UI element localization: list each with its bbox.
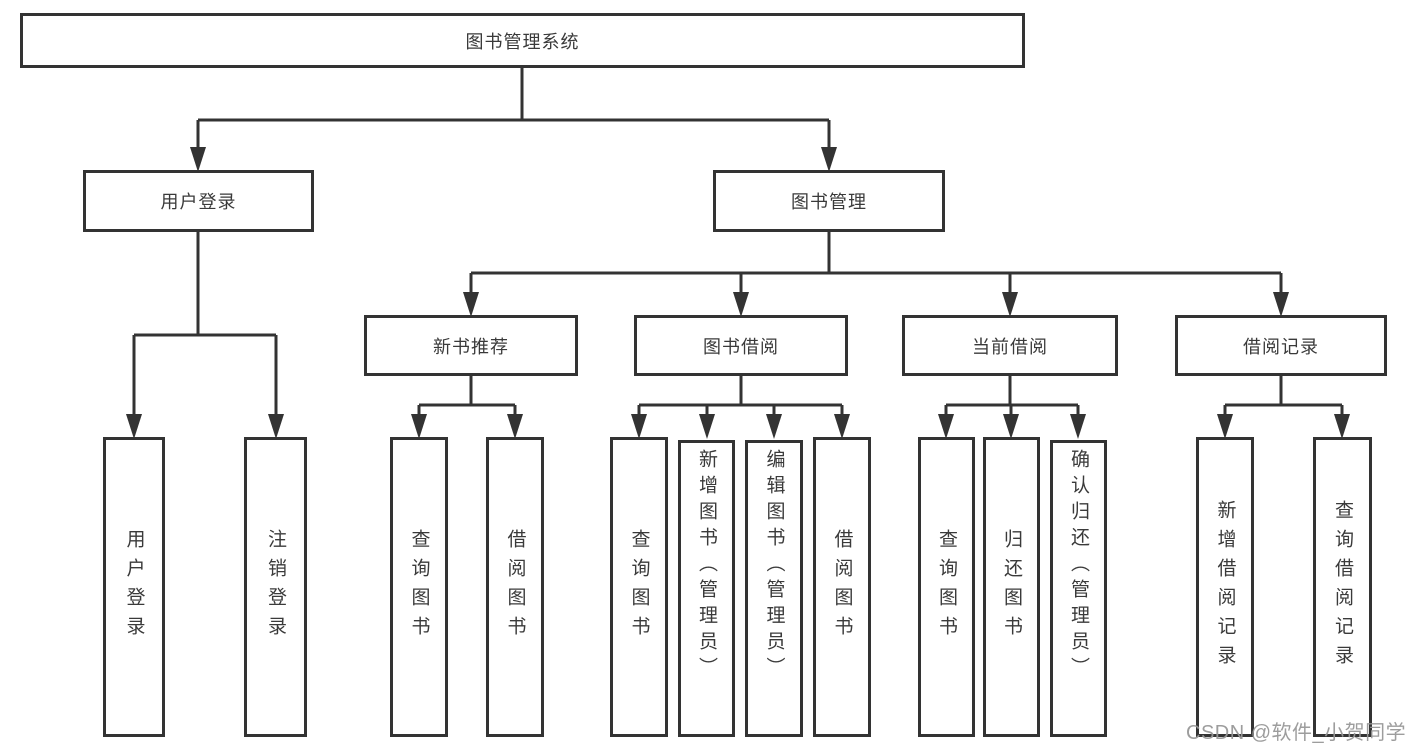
arrow-down-icon	[1217, 414, 1233, 439]
connector-new-books	[417, 374, 517, 418]
connector-current-borrow	[944, 374, 1080, 418]
leaf-current-confirm: 确认归还（管理员）	[1050, 440, 1107, 737]
arrow-down-icon	[938, 414, 954, 439]
arrow-down-icon	[1003, 414, 1019, 439]
leaf-newbooks-query: 查询图书	[390, 437, 448, 737]
connector-book-mgmt	[469, 230, 1283, 295]
node-book-mgmt: 图书管理	[713, 170, 945, 232]
node-new-books: 新书推荐	[364, 315, 578, 376]
leaf-borrow-edit: 编辑图书（管理员）	[745, 440, 803, 737]
arrow-down-icon	[507, 414, 523, 439]
leaf-current-query: 查询图书	[918, 437, 975, 737]
arrow-down-icon	[190, 147, 206, 172]
arrow-down-icon	[268, 414, 284, 439]
connector-borrow-records	[1223, 374, 1344, 418]
connector-root	[196, 66, 831, 150]
arrow-down-icon	[463, 292, 479, 317]
arrow-down-icon	[1334, 414, 1350, 439]
arrowheads	[126, 147, 1350, 439]
arrow-down-icon	[411, 414, 427, 439]
leaf-current-return: 归还图书	[983, 437, 1040, 737]
arrow-down-icon	[733, 292, 749, 317]
connector-book-borrow	[637, 374, 844, 418]
leaf-user-login: 用户登录	[103, 437, 165, 737]
arrow-down-icon	[834, 414, 850, 439]
arrow-down-icon	[766, 414, 782, 439]
node-book-borrow: 图书借阅	[634, 315, 848, 376]
node-current-borrow: 当前借阅	[902, 315, 1118, 376]
node-user-login: 用户登录	[83, 170, 314, 232]
csdn-watermark: CSDN @软件_小贺同学	[1186, 722, 1405, 744]
node-borrow-records: 借阅记录	[1175, 315, 1387, 376]
leaf-borrow-query: 查询图书	[610, 437, 668, 737]
node-root: 图书管理系统	[20, 13, 1025, 68]
arrow-down-icon	[821, 147, 837, 172]
arrow-down-icon	[1070, 414, 1086, 439]
arrow-down-icon	[126, 414, 142, 439]
arrow-down-icon	[1273, 292, 1289, 317]
leaf-logout: 注销登录	[244, 437, 307, 737]
leaf-borrow-borrow: 借阅图书	[813, 437, 871, 737]
leaf-newbooks-borrow: 借阅图书	[486, 437, 544, 737]
arrow-down-icon	[631, 414, 647, 439]
connector-user-login	[132, 230, 278, 418]
leaf-records-add: 新增借阅记录	[1196, 437, 1254, 737]
leaf-records-query: 查询借阅记录	[1313, 437, 1372, 737]
arrow-down-icon	[1002, 292, 1018, 317]
arrow-down-icon	[699, 414, 715, 439]
leaf-borrow-add: 新增图书（管理员）	[678, 440, 735, 737]
